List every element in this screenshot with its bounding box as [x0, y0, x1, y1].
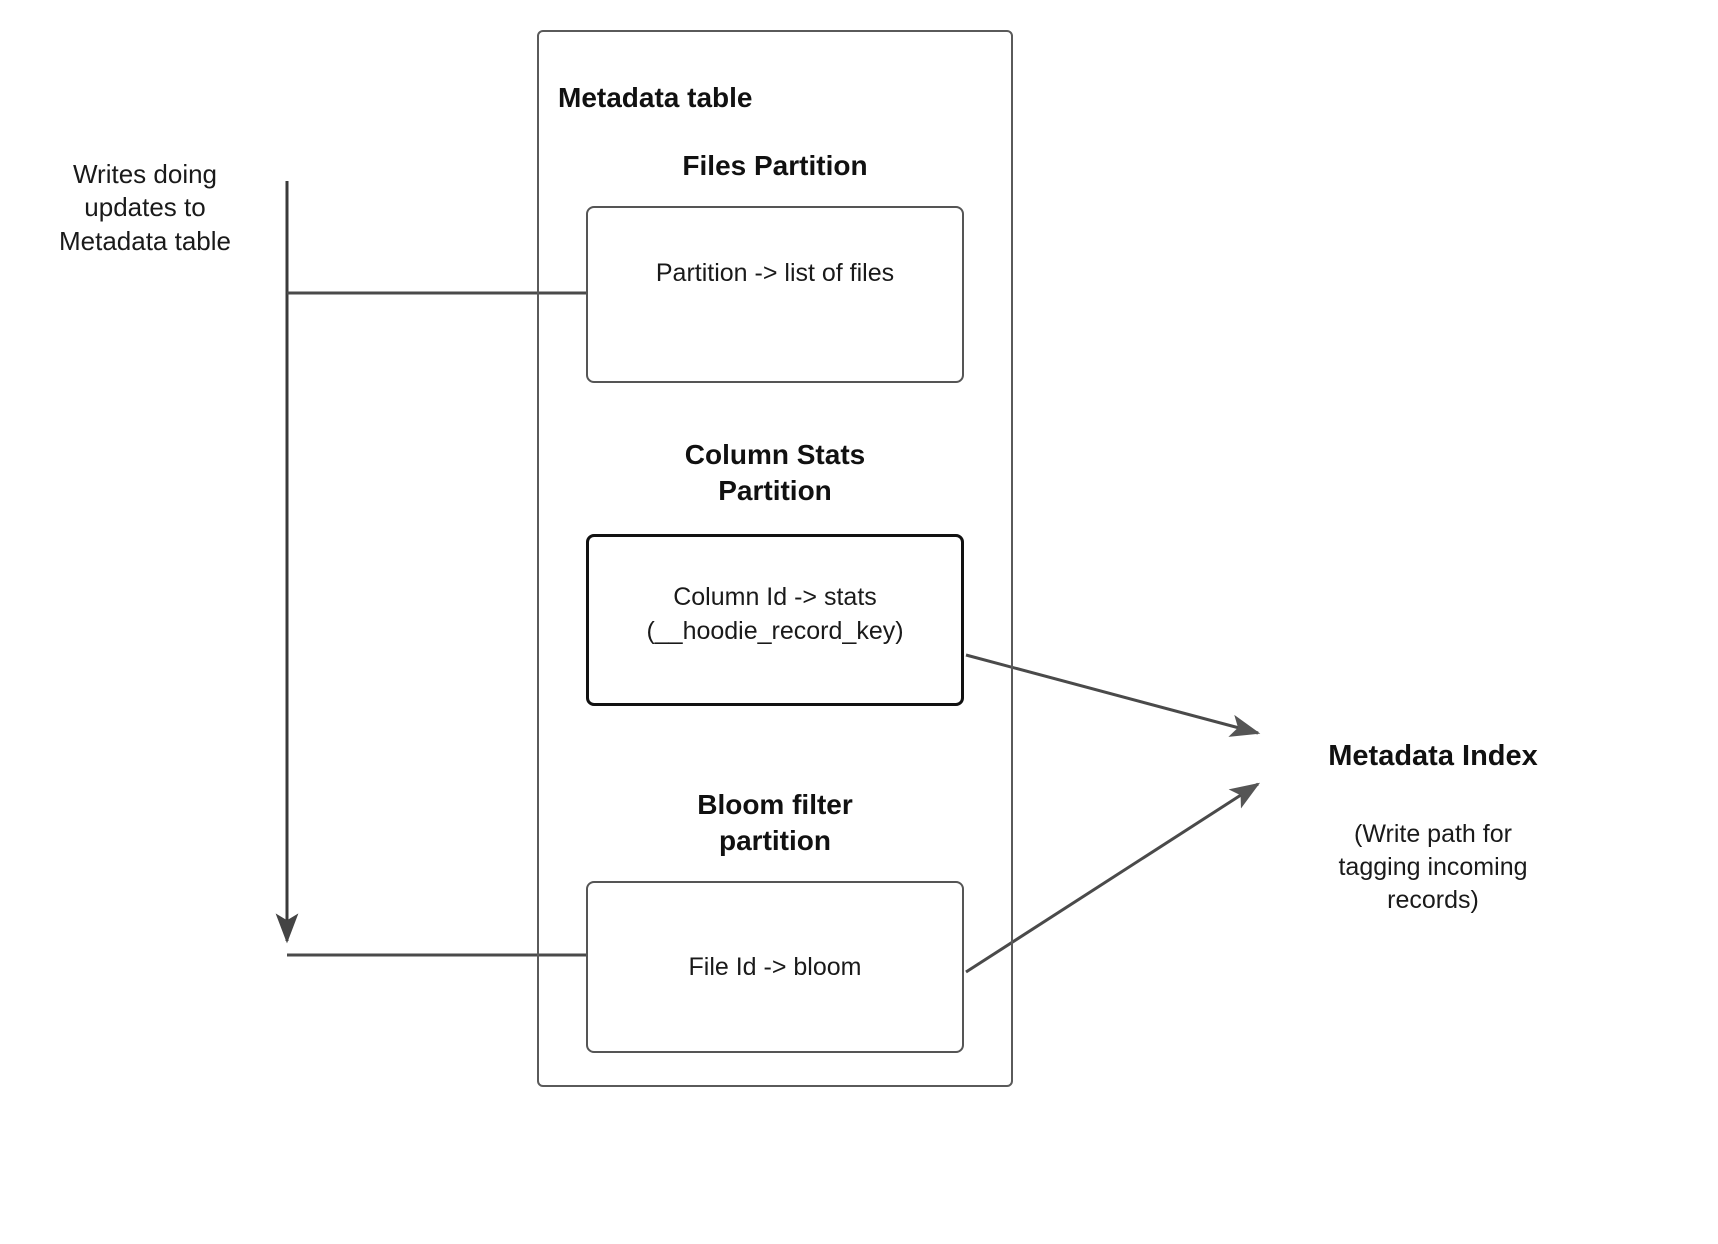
files-partition-box[interactable]: [586, 206, 964, 383]
connector-column-stats-to-metadata-index: [965, 653, 1261, 737]
metadata-index-note: (Write path for tagging incoming records…: [1338, 820, 1528, 914]
files-partition-heading: Files Partition: [682, 150, 868, 181]
column-stats-partition-heading: Column Stats Partition: [684, 439, 866, 506]
bloom-filter-partition-box-text: File Id -> bloom: [688, 953, 862, 981]
metadata-table-container: [537, 30, 1013, 1087]
writes-note-label: Writes doing updates to Metadata table: [58, 159, 231, 256]
column-stats-partition-box-text: Column Id -> stats (__hoodie_record_key): [646, 583, 904, 645]
bloom-filter-partition-box[interactable]: [586, 881, 964, 1053]
connector-bloom-to-metadata-index: [965, 782, 1261, 974]
files-partition-box-text: Partition -> list of files: [655, 259, 895, 287]
metadata-table-title: Metadata table: [558, 82, 753, 113]
metadata-index-title: Metadata Index: [1328, 740, 1538, 772]
column-stats-partition-box[interactable]: [586, 534, 964, 706]
bloom-filter-partition-heading: Bloom filter partition: [697, 789, 853, 856]
